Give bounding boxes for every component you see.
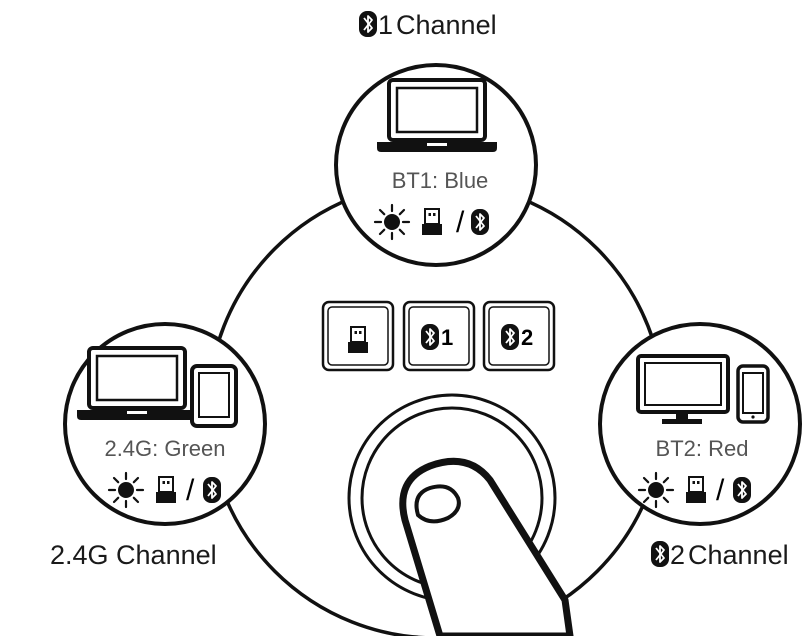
g24-status-row: / <box>107 471 222 509</box>
status-separator: / <box>456 206 465 239</box>
key-bt2-number: 2 <box>521 325 533 350</box>
light-icon <box>373 203 411 241</box>
tablet-icon <box>190 364 238 428</box>
phone-icon <box>736 364 770 424</box>
bt2-color-label: BT2: Red <box>656 436 749 461</box>
key-usb-receiver[interactable] <box>321 300 395 372</box>
usb-receiver-icon <box>155 476 177 504</box>
bluetooth-icon <box>358 10 378 38</box>
bt2-channel-label: Channel <box>688 540 789 570</box>
bluetooth-icon <box>470 208 490 236</box>
bt2-title: 2 Channel <box>650 540 789 570</box>
bluetooth-icon <box>650 540 670 568</box>
status-separator: / <box>186 474 195 507</box>
key-bt2[interactable]: 2 <box>482 300 556 372</box>
bluetooth-icon <box>420 323 440 351</box>
usb-receiver-icon <box>685 476 707 504</box>
bt1-channel-group: 1 Channel BT1: Blue / <box>334 10 538 267</box>
bt2-channel-group: BT2: Red / 2 Channel <box>598 322 802 570</box>
light-icon <box>107 471 145 509</box>
usb-receiver-icon <box>421 208 443 236</box>
bt1-title: 1 Channel <box>358 10 497 40</box>
laptop-icon <box>375 78 499 154</box>
finger-icon <box>399 457 574 640</box>
bt1-status-row: / <box>373 203 490 241</box>
bluetooth-icon <box>732 476 752 504</box>
g24-color-label: 2.4G: Green <box>104 436 225 461</box>
bluetooth-icon <box>202 476 222 504</box>
bt1-channel-number: 1 <box>378 10 393 40</box>
bluetooth-icon <box>500 323 520 351</box>
usb-receiver-icon <box>347 326 369 354</box>
status-separator: / <box>716 474 725 507</box>
key-bt1[interactable]: 1 <box>402 300 476 372</box>
bt2-status-row: / <box>637 471 752 509</box>
laptop-icon <box>75 346 199 422</box>
bt2-channel-number: 2 <box>670 540 685 570</box>
bt1-color-label: BT1: Blue <box>392 168 489 193</box>
g24-channel-label: 2.4G Channel <box>50 540 217 570</box>
key-bt1-number: 1 <box>441 325 453 350</box>
light-icon <box>637 471 675 509</box>
bt1-channel-label: Channel <box>396 10 497 40</box>
g24-channel-group: 2.4G: Green / 2.4G Channel <box>50 322 267 570</box>
monitor-icon <box>636 354 730 424</box>
